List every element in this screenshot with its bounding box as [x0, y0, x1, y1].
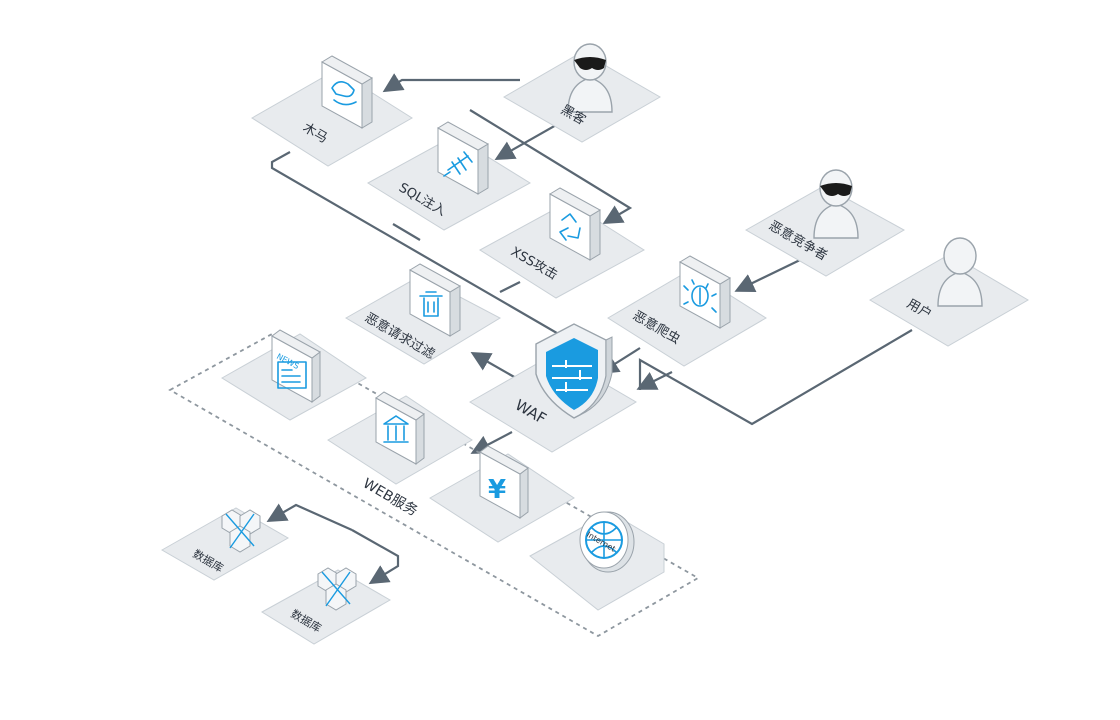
label-web: WEB服务	[360, 476, 420, 520]
masked-person-icon	[567, 43, 859, 239]
tile-sql	[367, 135, 531, 231]
line-competitor-crawler	[734, 259, 801, 293]
db1-cluster	[221, 509, 261, 553]
yen-icon-text: ¥	[488, 475, 506, 505]
line-hacker-trojan	[382, 73, 520, 93]
db2-cluster	[317, 567, 357, 611]
newspaper-icon: NEWS	[271, 329, 321, 403]
line-web-db2	[351, 529, 400, 585]
shield-firewall-icon	[535, 323, 613, 419]
bug-icon	[678, 255, 732, 329]
line-user-waf-arrow	[636, 371, 673, 390]
line-sql-merge	[392, 223, 421, 241]
line-xss-waf	[499, 281, 521, 293]
rocking-horse-icon	[320, 55, 374, 129]
connectors	[266, 73, 913, 585]
line-waf-filter	[470, 352, 517, 379]
trash-icon	[408, 263, 462, 337]
hacker-figure	[567, 43, 613, 113]
syringe-icon	[436, 121, 490, 195]
person-icon	[937, 237, 983, 307]
recycle-icon	[548, 187, 602, 261]
line-hacker-sql	[494, 119, 566, 160]
line-web-db1	[266, 503, 353, 532]
tile-db2	[261, 569, 391, 645]
line-hacker-xss	[469, 109, 633, 224]
globe-icon: Internet	[579, 511, 635, 573]
hexagon-cluster-icon	[221, 509, 357, 611]
competitor-figure	[813, 169, 859, 239]
bank-icon	[375, 391, 425, 465]
tile-xss	[479, 201, 645, 299]
yen-icon: ¥	[479, 445, 529, 519]
line-waf-web	[470, 431, 513, 454]
